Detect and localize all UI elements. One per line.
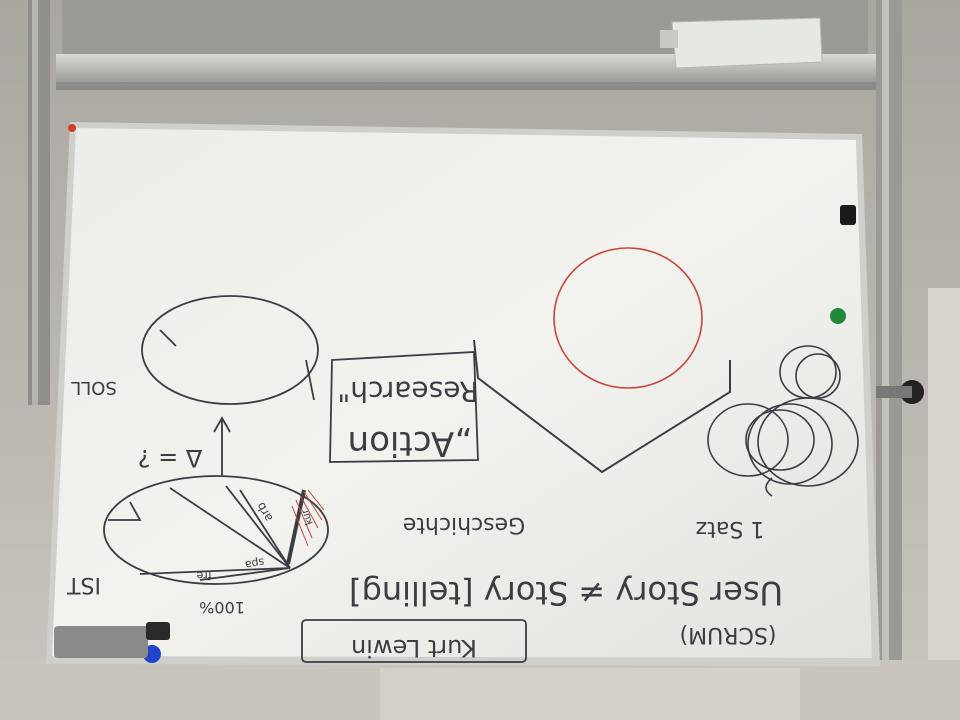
soll-text: SOLL <box>71 377 117 398</box>
upper-board-edge-shadow <box>56 82 876 90</box>
arrow-ist-to-soll <box>213 416 231 476</box>
pie-label-kur: kur <box>299 507 315 527</box>
research-text: Research" <box>337 375 478 408</box>
clamp-bar <box>876 386 912 398</box>
green-magnet <box>830 308 846 324</box>
user-story-text: User Story ≠ Story [telling] <box>349 574 783 612</box>
ist-pie-chart <box>103 475 329 585</box>
scrum-text: (SCRUM) <box>680 622 777 647</box>
action-research-box <box>329 351 479 463</box>
ein-satz-text: 1 Satz <box>696 516 765 541</box>
action-text: „Action <box>348 423 473 463</box>
soll-oval <box>141 295 319 405</box>
door-frame <box>380 668 800 720</box>
stand-post-left <box>28 0 50 405</box>
right-panel <box>928 288 960 720</box>
kurt-lewin-box <box>301 619 527 663</box>
pie-label-spa: spa <box>244 555 265 571</box>
overlapping-circles <box>707 345 859 497</box>
stand-post-right-highlight <box>882 0 889 720</box>
eraser-on-rail <box>671 17 823 69</box>
marker-pen <box>54 626 148 658</box>
red-circle-drawing <box>553 247 703 389</box>
kurt-lewin-text: Kurt Lewin <box>351 634 477 662</box>
geschichte-text: Geschichte <box>403 512 525 537</box>
ist-text: IST <box>67 572 101 597</box>
stand-post-left-highlight <box>32 0 38 405</box>
percent-text: 100% <box>199 598 245 617</box>
v-shape-lines <box>473 339 731 474</box>
eraser-shadow <box>660 30 678 48</box>
black-magnet <box>840 205 856 225</box>
delta-text: Δ = ? <box>138 444 203 472</box>
ist-pie-red-hatching <box>291 489 325 547</box>
red-magnet <box>68 124 76 132</box>
pie-label-fre: fre <box>196 569 212 583</box>
marker-cap <box>146 622 170 640</box>
